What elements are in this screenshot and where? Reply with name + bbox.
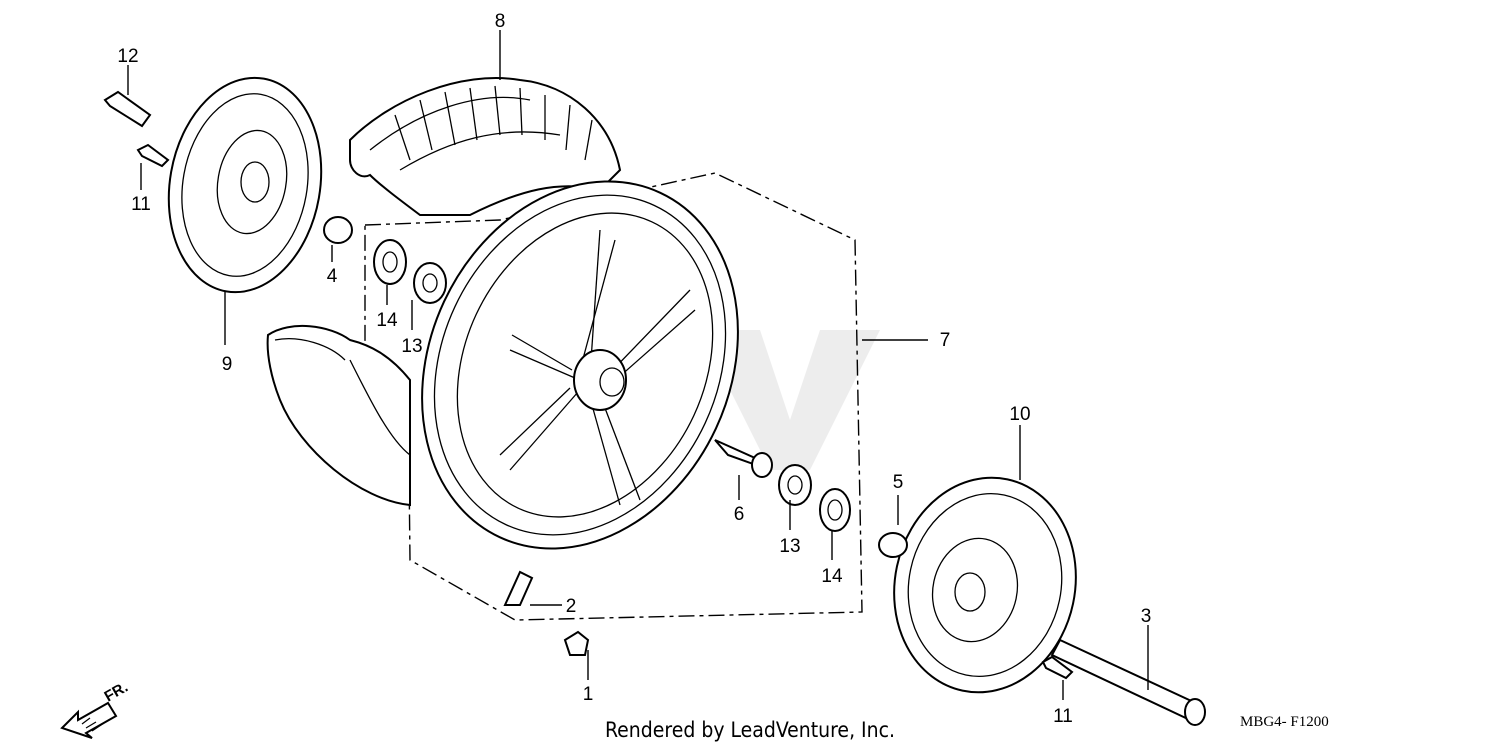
valve-2 (503, 570, 534, 606)
callout-14-left: 14 (376, 310, 398, 331)
bolt-11-bottom (1041, 655, 1074, 680)
tire (349, 77, 622, 216)
callout-5: 5 (893, 472, 904, 493)
bearing-14-right (819, 488, 851, 532)
seal-13-right (778, 464, 812, 506)
callout-1: 1 (583, 684, 594, 705)
callout-2: 2 (566, 596, 577, 617)
spacer-6 (714, 439, 773, 478)
collar-5 (878, 532, 908, 558)
seal-13-left (413, 262, 447, 304)
callout-12: 12 (117, 46, 138, 67)
wheel (421, 180, 739, 550)
leader-lines (127, 30, 1149, 700)
callout-3: 3 (1141, 606, 1152, 627)
callout-6: 6 (734, 504, 745, 525)
callout-13-right: 13 (779, 536, 800, 557)
direction-label: FR. (102, 679, 131, 706)
brake-disc-right (893, 476, 1077, 694)
callout-11-bottom: 11 (1053, 706, 1073, 727)
front-direction-arrow-icon (60, 701, 118, 739)
axle-3 (1050, 638, 1206, 726)
callout-9: 9 (222, 354, 233, 375)
callout-11-top: 11 (131, 194, 151, 215)
rim-strip (266, 324, 411, 507)
weight-1 (563, 630, 590, 656)
diagram-code: MBG4- F1200 (1240, 714, 1329, 730)
callout-10: 10 (1009, 404, 1030, 425)
callout-13-left: 13 (401, 336, 422, 357)
bearing-14-left (373, 239, 407, 285)
callout-7: 7 (940, 330, 951, 351)
watermark (700, 330, 880, 470)
bolt-11-top (136, 143, 170, 168)
footer-text: Rendered by LeadVenture, Inc. (605, 718, 895, 742)
callout-14-right: 14 (821, 566, 843, 587)
bolt-12 (103, 90, 152, 128)
collar-4 (323, 216, 353, 244)
callout-4: 4 (327, 266, 338, 287)
brake-disc-left (167, 76, 323, 294)
callout-8: 8 (495, 11, 506, 32)
